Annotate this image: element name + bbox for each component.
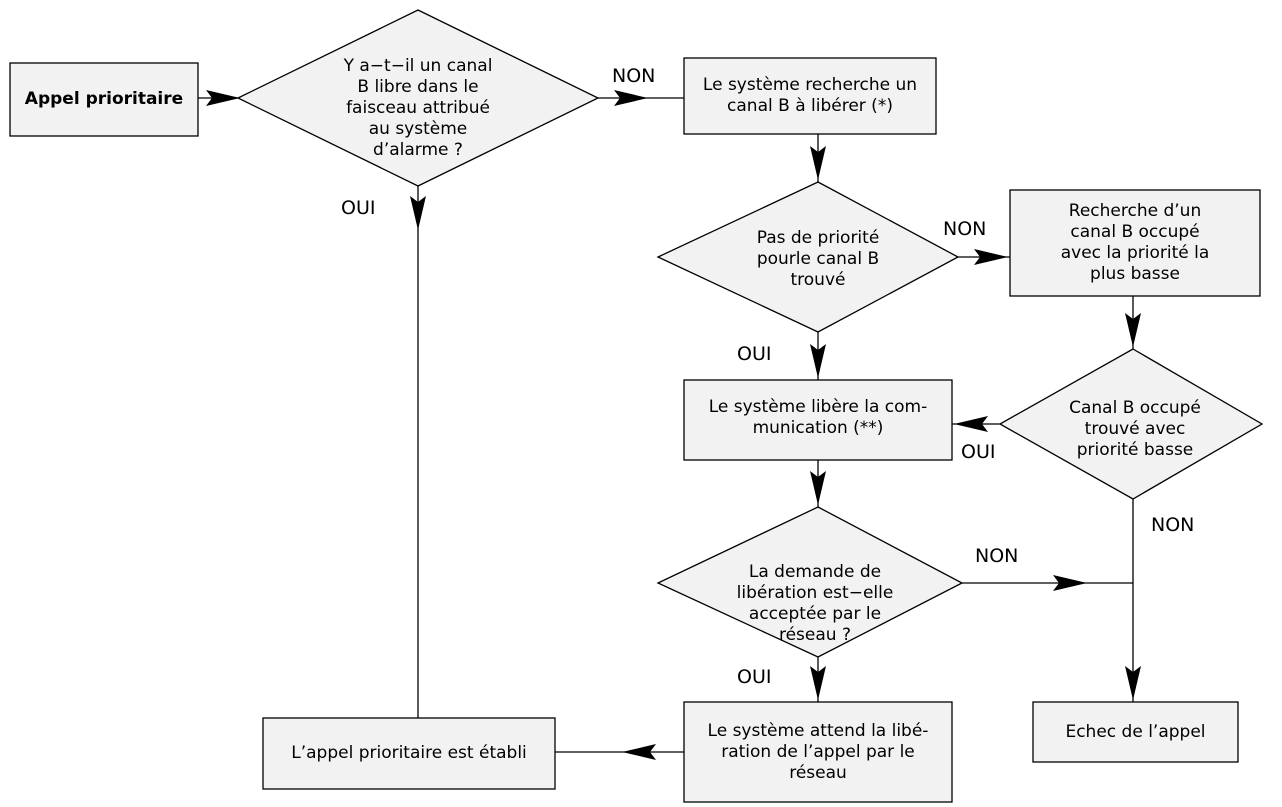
label-oui-accepted: OUI bbox=[737, 666, 772, 688]
text-line: ration de l’appel par le bbox=[721, 741, 915, 762]
text-line: Le système libère la com- bbox=[708, 397, 928, 417]
text-line: faisceau attribué bbox=[346, 97, 490, 118]
label-non-nopriority: NON bbox=[943, 218, 987, 240]
start-box bbox=[9, 62, 199, 137]
label-oui-busy: OUI bbox=[961, 441, 996, 463]
arrowhead bbox=[410, 196, 426, 230]
text-line: Recherche d’un bbox=[1068, 201, 1202, 221]
label-non-busy: NON bbox=[1151, 514, 1195, 536]
text-line: Canal B occupé bbox=[1069, 397, 1201, 418]
wait-box bbox=[683, 701, 953, 803]
text-line: B libre dans le bbox=[357, 76, 479, 97]
text-line: L’appel prioritaire est établi bbox=[291, 743, 527, 763]
text-line: La demande de bbox=[748, 562, 882, 582]
label-non-accepted: NON bbox=[975, 545, 1019, 567]
text-line: pourle canal B bbox=[756, 248, 880, 269]
arrowhead bbox=[206, 90, 240, 106]
connectors bbox=[198, 97, 1134, 753]
arrowhead bbox=[810, 471, 826, 505]
arrowhead bbox=[1125, 313, 1141, 347]
release-label: Le système libère la com-munication (**) bbox=[684, 392, 952, 444]
text-line: acceptée par le bbox=[748, 604, 882, 624]
start-label: Appel prioritaire bbox=[10, 63, 198, 136]
text-line: Pas de priorité bbox=[756, 227, 880, 248]
label-oui-nopriority: OUI bbox=[737, 343, 772, 365]
fail-box bbox=[1032, 701, 1239, 763]
arrowheads bbox=[206, 90, 1141, 760]
search-channel-box bbox=[683, 57, 937, 135]
text-line: Echec de l’appel bbox=[1065, 721, 1206, 742]
text-line: Le système attend la libé- bbox=[707, 720, 929, 741]
arrowhead bbox=[614, 90, 648, 106]
text-line: avec la priorité la bbox=[1060, 243, 1210, 263]
established-box bbox=[262, 717, 556, 790]
arrowhead bbox=[810, 344, 826, 378]
text-line: réseau ? bbox=[778, 625, 851, 645]
fail-label: Echec de l’appel bbox=[1033, 702, 1238, 762]
text-line: Le système recherche un bbox=[702, 75, 918, 95]
arrowhead bbox=[622, 744, 656, 760]
text-line: d’alarme ? bbox=[373, 139, 463, 160]
text-line: canal B à libérer (*) bbox=[727, 96, 893, 116]
text-line: Y a−t−il un canal bbox=[343, 55, 493, 76]
text-line: libération est−elle bbox=[736, 583, 894, 603]
arrowhead bbox=[810, 666, 826, 700]
search-busy-box bbox=[1009, 189, 1261, 297]
text-line: priorité basse bbox=[1076, 439, 1194, 460]
text-line: réseau bbox=[789, 762, 847, 783]
text-line: au système bbox=[368, 118, 468, 139]
arrowhead bbox=[974, 249, 1008, 265]
text-line: trouvé avec bbox=[1084, 418, 1186, 439]
text-line: canal B occupé bbox=[1070, 222, 1200, 242]
release-box bbox=[683, 379, 953, 461]
established-label: L’appel prioritaire est établi bbox=[263, 718, 555, 789]
text-line: trouvé bbox=[790, 269, 846, 290]
text-line: munication (**) bbox=[752, 418, 884, 438]
label-oui-free: OUI bbox=[341, 197, 376, 219]
wait-label: Le système attend la libé-ration de l’ap… bbox=[684, 708, 952, 796]
arrowhead bbox=[810, 146, 826, 180]
text-line: plus basse bbox=[1090, 264, 1180, 284]
text-line: Appel prioritaire bbox=[24, 89, 184, 109]
arrowhead bbox=[1053, 575, 1087, 591]
arrowhead bbox=[954, 416, 988, 432]
label-non-free: NON bbox=[612, 65, 656, 87]
arrowhead bbox=[1125, 666, 1141, 700]
